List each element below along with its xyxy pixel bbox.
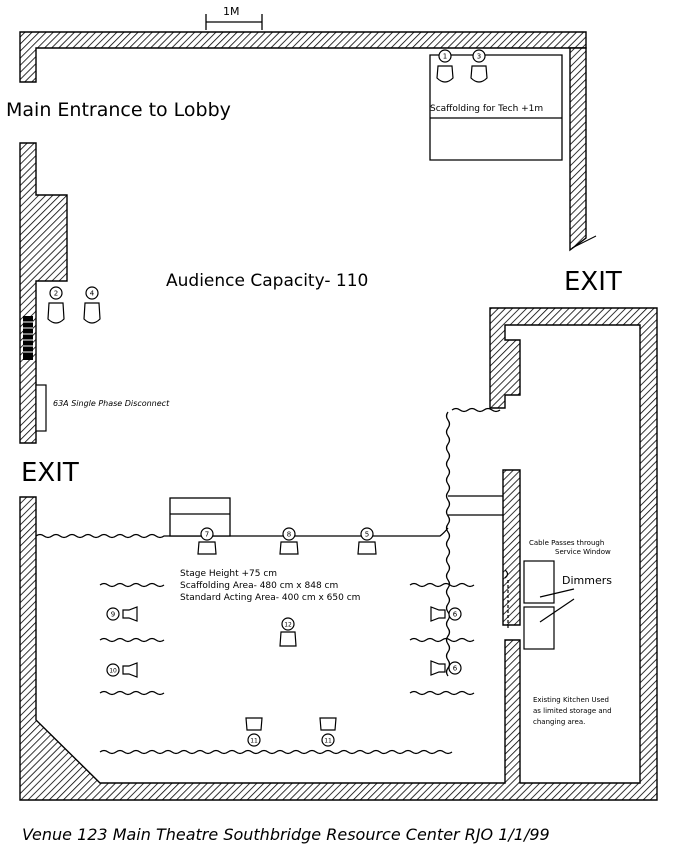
light-6a-label: 6 [453, 611, 458, 619]
light-1-label: 1 [443, 53, 447, 61]
dimmers-group [504, 560, 575, 650]
tech-scaffolding [429, 54, 563, 161]
curtain-right [445, 407, 501, 677]
walls [19, 31, 658, 801]
light-9: 9 [106, 606, 138, 622]
footer-caption: Venue 123 Main Theatre Southbridge Resou… [22, 825, 550, 844]
wall-top [19, 31, 587, 83]
light-6a: 6 [430, 606, 462, 622]
light-8: 8 [279, 527, 299, 555]
wall-right-upper [569, 47, 587, 252]
light-11a: 11 [245, 717, 263, 747]
light-7-label: 7 [205, 531, 209, 539]
light-4: 4 [83, 286, 101, 324]
stage-box [169, 497, 231, 537]
scaffolding-tech-label: Scaffolding for Tech +1m [430, 104, 543, 114]
vent [23, 316, 33, 360]
cable-passes-label-2: Service Window [555, 548, 611, 556]
light-7: 7 [197, 527, 217, 555]
light-6b-label: 6 [453, 665, 458, 673]
stage-height-label: Stage Height +75 cm [180, 569, 277, 579]
cable-passes-label-1: Cable Passes through [529, 539, 604, 547]
scale-label: 1M [223, 5, 240, 18]
wall-left-lower [19, 307, 658, 801]
light-3: 3 [470, 49, 488, 83]
light-12-label: 12 [284, 622, 292, 629]
wall-left-upper [19, 142, 68, 444]
light-6b: 6 [430, 660, 462, 676]
light-4-label: 4 [90, 290, 95, 298]
audience-capacity-label: Audience Capacity- 110 [166, 271, 368, 291]
main-entrance-label: Main Entrance to Lobby [6, 99, 231, 121]
exit-right-label: EXIT [564, 267, 622, 297]
acting-area-label: Standard Acting Area- 400 cm x 650 cm [180, 593, 360, 603]
light-8-label: 8 [287, 531, 291, 539]
kitchen-label-2: as limited storage and [533, 707, 612, 715]
light-11a-label: 11 [250, 738, 258, 745]
light-9-label: 9 [111, 611, 115, 619]
light-11b-label: 11 [324, 738, 332, 745]
light-10: 10 [106, 662, 138, 678]
light-2: 2 [47, 286, 65, 324]
light-2-label: 2 [54, 290, 58, 298]
wall-stage-right [502, 469, 521, 626]
light-5: 5 [357, 527, 377, 555]
scale-bar [205, 14, 263, 30]
stage-drapes [99, 582, 475, 755]
light-1: 1 [436, 49, 454, 83]
kitchen-label-1: Existing Kitchen Used [533, 696, 609, 704]
dimmers-label: Dimmers [562, 574, 612, 587]
disconnect-box [35, 384, 47, 432]
light-3-label: 3 [477, 53, 481, 61]
light-12: 12 [279, 617, 297, 647]
scaffolding-area-label: Scaffolding Area- 480 cm x 848 cm [180, 581, 338, 591]
disconnect-label: 63A Single Phase Disconnect [53, 399, 170, 408]
lights: 1 3 2 4 7 8 5 9 [47, 49, 488, 747]
stage-front-curtain [35, 527, 449, 539]
kitchen-label-3: changing area. [533, 718, 585, 726]
light-10-label: 10 [109, 668, 117, 675]
light-5-label: 5 [365, 531, 369, 539]
light-11b: 11 [319, 717, 337, 747]
exit-left-label: EXIT [21, 458, 79, 488]
